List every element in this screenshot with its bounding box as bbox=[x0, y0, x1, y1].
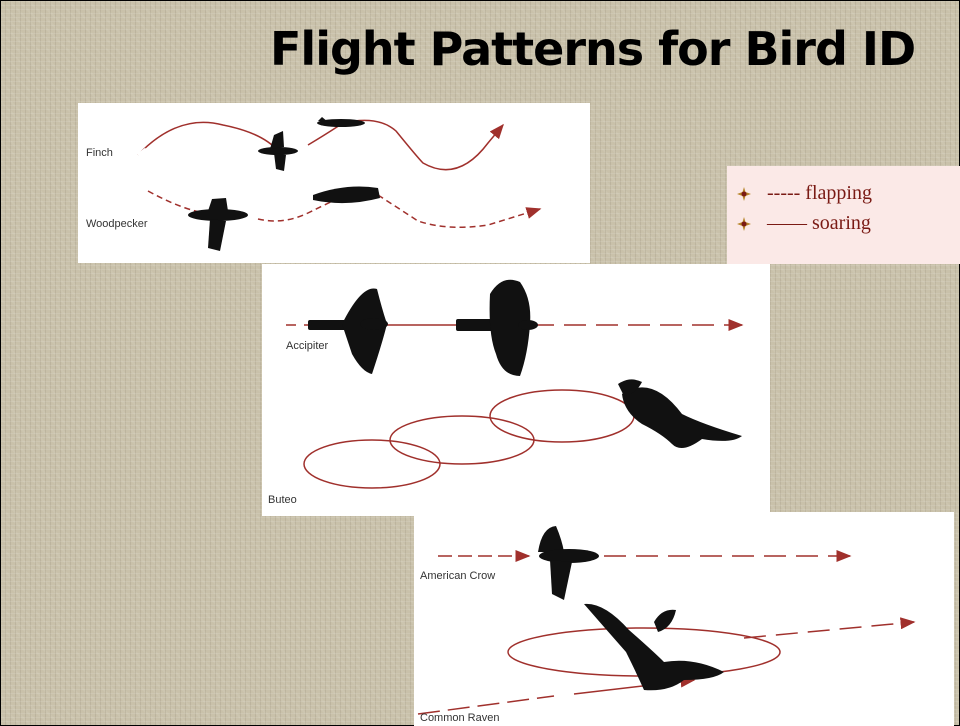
crow-flapping-silhouette bbox=[538, 526, 599, 600]
raven-label: Common Raven bbox=[420, 712, 500, 724]
crow-label: American Crow bbox=[420, 570, 496, 582]
starburst-bullet-icon bbox=[737, 187, 751, 201]
woodpecker-label: Woodpecker bbox=[86, 218, 148, 230]
legend-label-flapping: ----- flapping bbox=[767, 182, 872, 204]
buteo-soaring-path bbox=[303, 389, 635, 489]
corvids-panel: American Crow Common Raven bbox=[414, 512, 954, 726]
legend-label-soaring: —— soaring bbox=[767, 212, 871, 234]
finch-label: Finch bbox=[86, 147, 113, 159]
buteo-label: Buteo bbox=[268, 494, 297, 506]
finch-flight-path bbox=[137, 120, 503, 171]
woodpecker-flapping-silhouette bbox=[188, 198, 248, 251]
starburst-bullet-icon bbox=[737, 217, 751, 231]
accipiter-flapping-silhouette bbox=[308, 288, 388, 374]
woodpecker-gliding-silhouette bbox=[313, 186, 380, 204]
raptors-panel: Accipiter Buteo bbox=[262, 264, 770, 516]
finch-flapping-silhouette bbox=[258, 131, 298, 171]
raven-flapping-path bbox=[417, 695, 555, 715]
raven-soaring-silhouette bbox=[584, 603, 724, 691]
legend-box: ----- flapping —— soaring bbox=[727, 166, 960, 264]
buteo-soaring-silhouette bbox=[618, 379, 742, 448]
legend-item-flapping: ----- flapping bbox=[737, 182, 957, 208]
accipiter-label: Accipiter bbox=[286, 340, 329, 352]
raptors-diagram bbox=[286, 279, 744, 489]
legend-item-soaring: —— soaring bbox=[737, 212, 957, 238]
finch-gliding-silhouette bbox=[317, 117, 365, 127]
corvids-diagram bbox=[417, 526, 916, 715]
woodpecker-flight-path bbox=[147, 190, 540, 228]
small-birds-panel: Finch Woodpecker bbox=[78, 103, 590, 263]
accipiter-gliding-silhouette bbox=[456, 279, 538, 376]
small-birds-diagram bbox=[137, 103, 590, 251]
slide-title: Flight Patterns for Bird ID bbox=[270, 22, 916, 76]
